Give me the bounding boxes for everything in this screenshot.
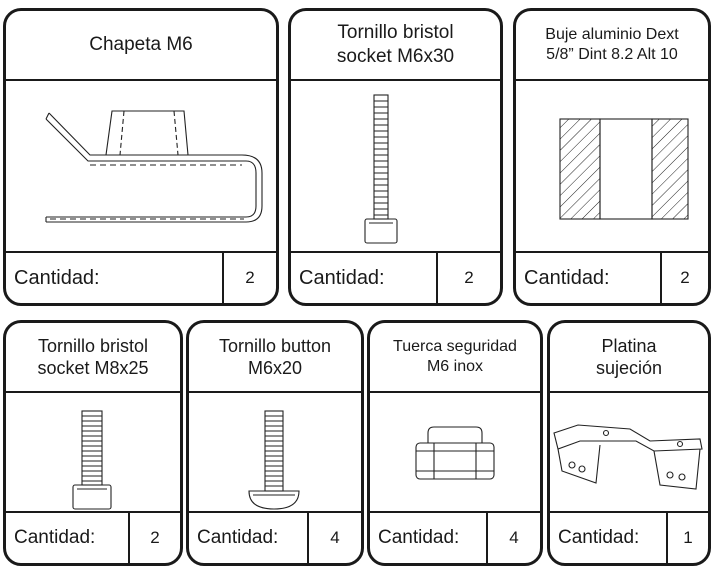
part-title: Tornillo bristol socket M6x30 [291,11,500,81]
quantity-row: Cantidad: 1 [550,511,708,563]
quantity-label: Cantidad: [370,513,488,563]
quantity-row: Cantidad: 4 [189,511,361,563]
quantity-value: 4 [330,528,340,547]
part-card-tornillo-m8x25: Tornillo bristol socket M8x25 Cantidad: … [3,320,183,566]
part-title-text: Tornillo bristol socket M6x30 [336,22,455,67]
quantity-value: 4 [509,528,519,547]
part-title-text: Tornillo button M6x20 [218,335,332,379]
part-title-text: Tuerca seguridad M6 inox [393,338,517,375]
plate-drawing [550,393,708,511]
part-title: Buje aluminio Dext 5/8” Dint 8.2 Alt 10 [516,11,708,81]
button-screw-drawing [189,393,361,511]
part-card-platina: Platina sujeción Cantidad: 1 [547,320,711,566]
quantity-value: 2 [680,268,690,287]
part-card-tuerca: Tuerca seguridad M6 inox Cantidad: 4 [367,320,543,566]
quantity-row: Cantidad: 2 [6,511,180,563]
part-title: Tuerca seguridad M6 inox [370,323,540,393]
bracket-drawing [6,81,276,251]
screw-drawing [6,393,180,511]
part-title-text: Platina sujeción [595,335,663,379]
screw-drawing [291,81,500,251]
nut-drawing [370,393,540,511]
quantity-label: Cantidad: [189,513,309,563]
part-title: Chapeta M6 [6,11,276,81]
part-card-chapeta: Chapeta M6 Cantidad: 2 [3,8,279,306]
quantity-value: 2 [150,528,160,547]
part-title-text: Buje aluminio Dext 5/8” Dint 8.2 Alt 10 [545,26,679,63]
quantity-label: Cantidad: [6,513,130,563]
quantity-value: 1 [683,528,693,547]
quantity-label: Cantidad: [516,253,662,303]
part-title: Platina sujeción [550,323,708,393]
quantity-label: Cantidad: [6,253,224,303]
part-title: Tornillo button M6x20 [189,323,361,393]
part-card-tornillo-m6x30: Tornillo bristol socket M6x30 Cantidad: … [288,8,503,306]
quantity-row: Cantidad: 2 [516,251,708,303]
quantity-row: Cantidad: 2 [291,251,500,303]
quantity-value: 2 [245,268,255,287]
part-title: Tornillo bristol socket M8x25 [6,323,180,393]
part-title-text: Tornillo bristol socket M8x25 [37,335,149,379]
part-title-text: Chapeta M6 [89,34,193,56]
quantity-row: Cantidad: 2 [6,251,276,303]
quantity-label: Cantidad: [291,253,438,303]
quantity-value: 2 [464,268,474,287]
part-card-buje: Buje aluminio Dext 5/8” Dint 8.2 Alt 10 … [513,8,711,306]
quantity-row: Cantidad: 4 [370,511,540,563]
bushing-drawing [516,81,708,251]
quantity-label: Cantidad: [550,513,668,563]
part-card-tornillo-button: Tornillo button M6x20 Cantidad: 4 [186,320,364,566]
